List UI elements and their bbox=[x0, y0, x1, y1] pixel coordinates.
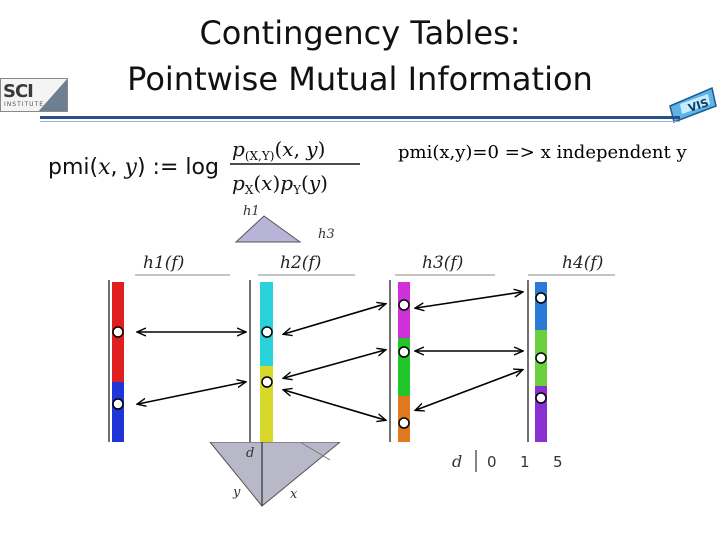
background-table: d 0 1 5 bbox=[452, 450, 563, 472]
histogram-h2-bars bbox=[260, 282, 273, 442]
node-h2-1 bbox=[261, 326, 273, 338]
bg-label-d: d bbox=[246, 446, 254, 461]
header-rule-thin bbox=[40, 121, 680, 122]
logo-text: SCI bbox=[3, 81, 34, 102]
arrow-h3-h4-c bbox=[416, 370, 522, 410]
header-rule bbox=[40, 116, 680, 119]
node-h4-1 bbox=[535, 292, 547, 304]
histogram-label-h3: h3(f) bbox=[422, 253, 463, 273]
logo-wedge-icon bbox=[37, 79, 67, 111]
table-value-1: 1 bbox=[520, 453, 530, 471]
histogram-label-h2: h2(f) bbox=[280, 253, 321, 273]
correspondence-arrows bbox=[138, 292, 522, 420]
node-h1-1 bbox=[112, 326, 124, 338]
pmi-formula: pmi(x, y) := log p(X,Y)(x, y) pX(x)pY(y) bbox=[48, 137, 360, 197]
histogram-h1-bars bbox=[112, 282, 124, 442]
svg-text:pmi(x, y) := log: pmi(x, y) := log bbox=[48, 155, 219, 180]
sci-institute-logo: SCI INSTITUTE bbox=[0, 78, 68, 112]
logo-subtext: INSTITUTE bbox=[4, 101, 45, 108]
bg-label-h3: h3 bbox=[318, 227, 335, 242]
h4-bar-blue bbox=[535, 282, 547, 330]
title-line-1: Contingency Tables: bbox=[199, 14, 521, 52]
table-value-0: 0 bbox=[487, 453, 497, 471]
node-h4-2 bbox=[535, 352, 547, 364]
arrow-h2-h3-b bbox=[284, 350, 385, 378]
slide-title: Contingency Tables: Pointwise Mutual Inf… bbox=[60, 10, 660, 102]
svg-text:pX(x)pY(y): pX(x)pY(y) bbox=[232, 171, 328, 197]
arrow-h2-h3-a bbox=[284, 304, 385, 334]
arrow-h3-h4-a bbox=[416, 292, 522, 308]
bg-label-x: x bbox=[290, 487, 298, 502]
node-h3-3 bbox=[398, 417, 410, 429]
vis-logo-icon: VIS bbox=[669, 86, 717, 124]
histogram-label-h1: h1(f) bbox=[143, 253, 184, 273]
histogram-nodes bbox=[112, 292, 547, 429]
table-label-d: d bbox=[452, 452, 462, 471]
arrow-h2-h3-c bbox=[284, 390, 385, 420]
background-pyramid: h1 h3 d y x bbox=[208, 204, 342, 507]
node-h1-2 bbox=[112, 398, 124, 410]
arrow-h1-h2-bottom bbox=[138, 382, 245, 404]
node-h4-3 bbox=[535, 392, 547, 404]
histogram-labels: h1(f) h2(f) h3(f) h4(f) bbox=[135, 253, 615, 276]
title-line-2: Pointwise Mutual Information bbox=[127, 60, 593, 98]
bg-label-y: y bbox=[232, 485, 241, 500]
node-h3-1 bbox=[398, 299, 410, 311]
h1-bar-blue bbox=[112, 382, 124, 442]
node-h3-2 bbox=[398, 346, 410, 358]
table-value-2: 5 bbox=[553, 453, 563, 471]
svg-text:VIS: VIS bbox=[687, 96, 711, 115]
h2-bar-cyan bbox=[260, 282, 273, 366]
bg-label-h1: h1 bbox=[243, 204, 260, 219]
independence-note: pmi(x,y)=0 => x independent y bbox=[398, 142, 687, 163]
histogram-label-h4: h4(f) bbox=[562, 253, 603, 273]
node-h2-2 bbox=[261, 376, 273, 388]
